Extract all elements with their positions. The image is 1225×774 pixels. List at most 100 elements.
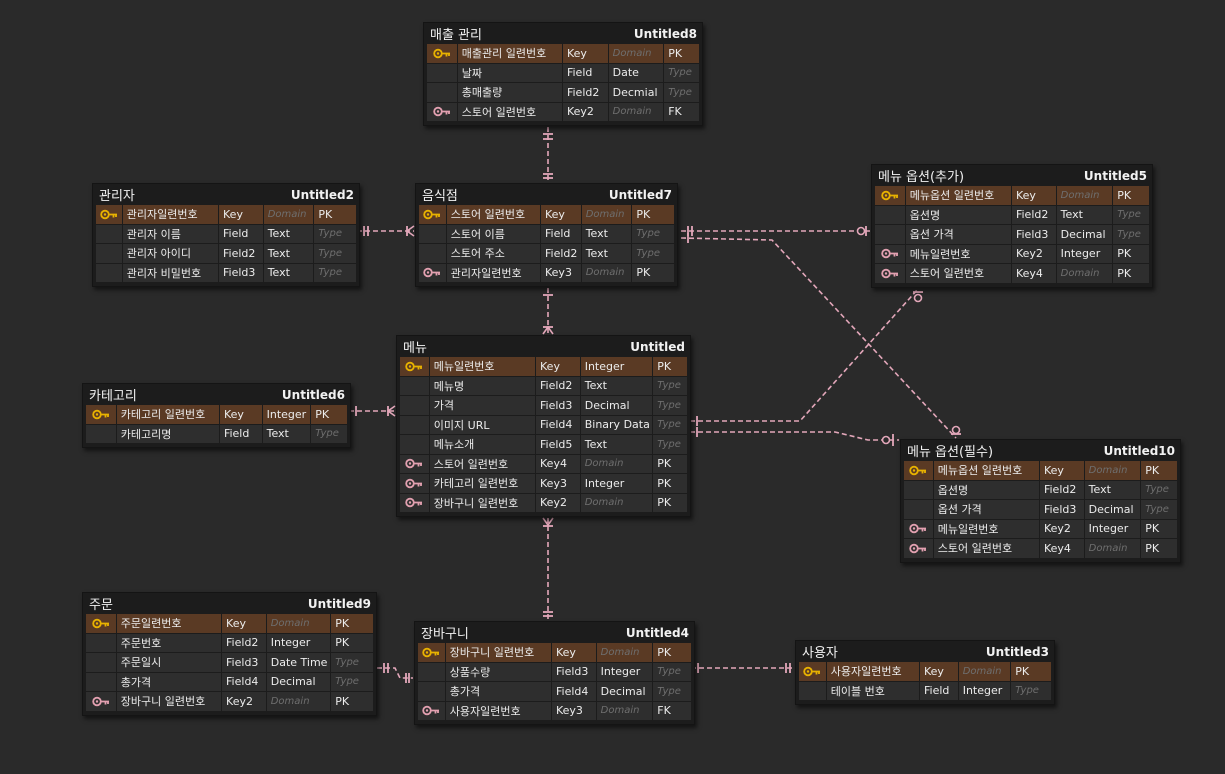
entity-header[interactable]: 메뉴 옵션(추가)Untitled5 bbox=[875, 165, 1149, 186]
icon-cell bbox=[418, 643, 445, 662]
attribute-kind: Key2 bbox=[536, 493, 580, 512]
foreign-key-icon bbox=[92, 696, 110, 707]
attribute-type: Integer bbox=[580, 357, 653, 376]
attribute-constraint: PK bbox=[1141, 539, 1177, 558]
icon-cell bbox=[419, 224, 446, 243]
primary-key-icon bbox=[881, 190, 899, 201]
entity-title: 장바구니 bbox=[421, 627, 469, 642]
attribute-constraint: PK bbox=[314, 205, 356, 224]
attribute-constraint: PK bbox=[653, 454, 687, 473]
attribute-type: Text bbox=[580, 376, 653, 395]
attribute-type: Integer bbox=[580, 474, 653, 493]
attribute-type: Decimal bbox=[580, 396, 653, 415]
attribute-type: Text bbox=[581, 244, 632, 263]
attribute-type: Text bbox=[263, 244, 314, 263]
attribute-constraint: FK bbox=[664, 102, 699, 121]
constraint-placeholder: Type bbox=[653, 376, 687, 395]
type-placeholder: Domain bbox=[266, 692, 331, 711]
icon-cell bbox=[400, 415, 429, 434]
attribute-name: 주문일련번호 bbox=[116, 614, 222, 633]
attribute-kind: Field5 bbox=[536, 435, 580, 454]
entity-header[interactable]: 메뉴 옵션(필수)Untitled10 bbox=[904, 440, 1177, 461]
icon-cell bbox=[875, 186, 905, 205]
attribute-name: 주문일시 bbox=[116, 653, 222, 672]
attribute-name: 관리자 아이디 bbox=[122, 244, 219, 263]
attribute-name: 장바구니 일련번호 bbox=[429, 493, 536, 512]
attribute-kind: Key bbox=[541, 205, 581, 224]
type-placeholder: Domain bbox=[608, 44, 664, 63]
attribute-constraint: PK bbox=[331, 692, 373, 711]
foreign-key-icon bbox=[422, 705, 440, 716]
attribute-constraint: PK bbox=[653, 357, 687, 376]
attribute-type: Decimal bbox=[596, 682, 653, 701]
icon-cell bbox=[904, 500, 933, 519]
icon-cell bbox=[400, 357, 429, 376]
attribute-kind: Key bbox=[562, 44, 608, 63]
primary-key-icon bbox=[422, 647, 440, 658]
entity-subtitle: Untitled3 bbox=[985, 644, 1049, 659]
